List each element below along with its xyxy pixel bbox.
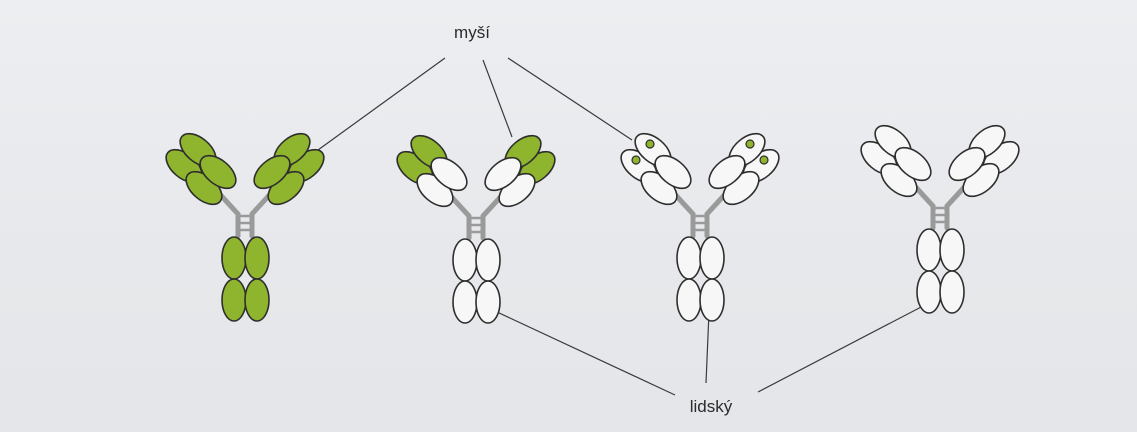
constant-domain [453, 239, 477, 281]
connector-lines [318, 58, 925, 395]
connector-line [497, 312, 675, 395]
humanized-antibody [615, 127, 785, 321]
constant-domain [940, 271, 964, 313]
connector-line [508, 58, 632, 140]
constant-domain [476, 239, 500, 281]
constant-domain [917, 271, 941, 313]
human-antibody [855, 119, 1025, 313]
constant-domain [917, 229, 941, 271]
constant-domain [453, 281, 477, 323]
constant-domain [222, 279, 246, 321]
constant-domain [700, 237, 724, 279]
constant-domain [222, 237, 246, 279]
antibodies-group [160, 119, 1025, 323]
cdr-dot [760, 156, 768, 164]
mouse-antibody [160, 127, 330, 321]
constant-domain [940, 229, 964, 271]
label-human: lidský [690, 397, 733, 416]
constant-domain [700, 279, 724, 321]
connector-line [483, 60, 512, 137]
cdr-dot [646, 140, 654, 148]
cdr-dot [632, 156, 640, 164]
constant-domain [677, 237, 701, 279]
constant-domain [677, 279, 701, 321]
label-mouse: myší [454, 23, 490, 42]
connector-line [706, 312, 709, 383]
constant-domain [245, 279, 269, 321]
constant-domain [245, 237, 269, 279]
constant-domain [476, 281, 500, 323]
connector-line [758, 305, 925, 392]
cdr-dot [746, 140, 754, 148]
chimeric-antibody [391, 129, 561, 323]
